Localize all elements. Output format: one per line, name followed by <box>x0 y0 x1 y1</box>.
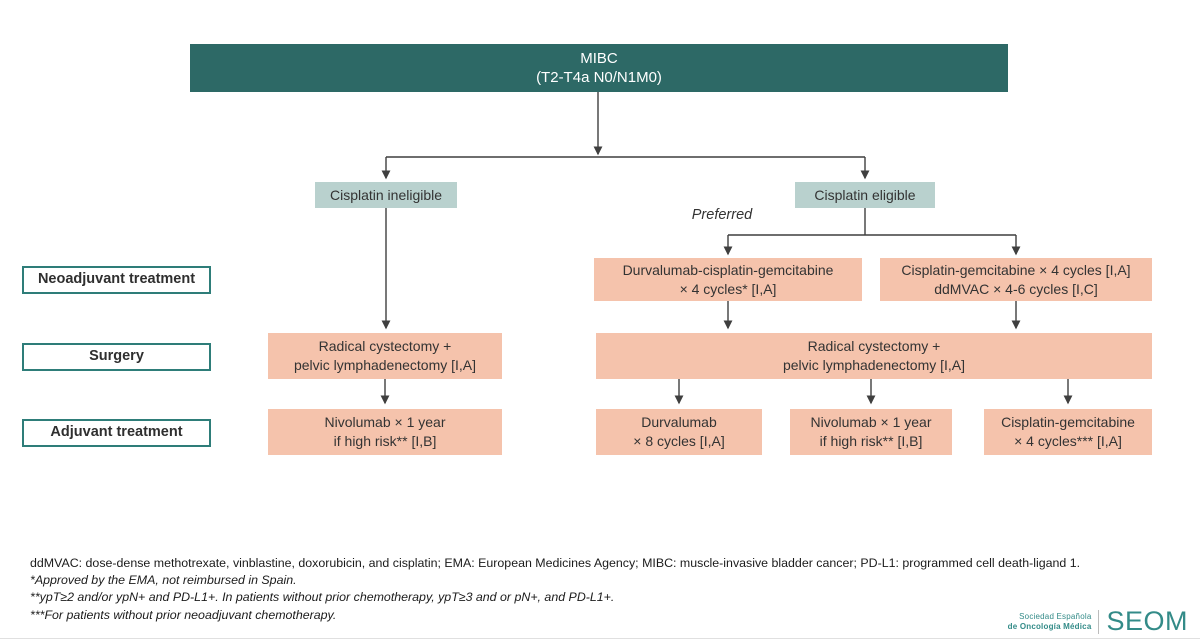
branch-cisplatin-ineligible-label: Cisplatin ineligible <box>329 186 443 203</box>
seom-logo-org-line2: de Oncología Médica <box>1007 621 1092 631</box>
seom-logo-acronym: SEOM <box>1106 606 1188 636</box>
seom-logo-org-name: Sociedad Española de Oncología Médica <box>1008 612 1092 632</box>
node-text: × 8 cycles [I,A] <box>633 433 725 449</box>
row-label-surgery: Surgery <box>22 343 211 371</box>
node-adjuvant-nivolumab-left: Nivolumab × 1 year if high risk** [I,B] <box>268 409 502 455</box>
node-surgery-right: Radical cystectomy + pelvic lymphadenect… <box>596 333 1152 379</box>
node-text: pelvic lymphadenectomy [I,A] <box>782 357 966 373</box>
node-text: Radical cystectomy + <box>318 338 452 355</box>
footnote-asterisk-3: ***For patients without prior neoadjuvan… <box>30 607 337 622</box>
row-label-surgery-text: Surgery <box>89 348 144 365</box>
node-text: ddMVAC × 4-6 cycles [I,C] <box>934 280 1098 297</box>
node-text: Cisplatin-gemcitabine <box>1001 414 1135 431</box>
root-node-line1: MIBC <box>580 49 618 67</box>
row-label-neoadjuvant-text: Neoadjuvant treatment <box>37 271 196 288</box>
node-neoadjuvant-durvalumab-cisplatin-gemcitabine: Durvalumab-cisplatin-gemcitabine × 4 cyc… <box>594 258 862 301</box>
branch-cisplatin-eligible-label: Cisplatin eligible <box>814 186 916 203</box>
node-text: Radical cystectomy + <box>807 338 941 355</box>
seom-logo-org-line1: Sociedad Española <box>1019 611 1092 621</box>
footnotes: ddMVAC: dose-dense methotrexate, vinblas… <box>30 555 1080 624</box>
node-text: Cisplatin-gemcitabine × 4 cycles [I,A] <box>901 261 1131 278</box>
root-node-line2: (T2-T4a N0/N1M0) <box>536 69 662 86</box>
node-text: Durvalumab <box>641 414 717 431</box>
bottom-edge-line <box>0 638 1200 639</box>
node-text: Nivolumab × 1 year <box>810 414 932 431</box>
row-label-adjuvant-text: Adjuvant treatment <box>50 424 183 441</box>
node-text: Nivolumab × 1 year <box>324 414 446 431</box>
node-adjuvant-cisplatin-gemcitabine: Cisplatin-gemcitabine × 4 cycles*** [I,A… <box>984 409 1152 455</box>
node-neoadjuvant-cisplatin-gemcitabine-ddmvac: Cisplatin-gemcitabine × 4 cycles [I,A] d… <box>880 258 1152 301</box>
seom-logo: Sociedad Española de Oncología Médica SE… <box>1008 606 1188 637</box>
node-adjuvant-nivolumab-right: Nivolumab × 1 year if high risk** [I,B] <box>790 409 952 455</box>
row-label-neoadjuvant: Neoadjuvant treatment <box>22 266 211 294</box>
node-text: Durvalumab-cisplatin-gemcitabine <box>622 261 834 278</box>
branch-cisplatin-eligible: Cisplatin eligible <box>795 182 935 208</box>
node-text: if high risk** [I,B] <box>333 433 437 449</box>
footnote-abbreviations: ddMVAC: dose-dense methotrexate, vinblas… <box>30 556 1081 570</box>
preferred-annotation: Preferred <box>691 207 753 223</box>
node-surgery-left: Radical cystectomy + pelvic lymphadenect… <box>268 333 502 379</box>
node-text: pelvic lymphadenectomy [I,A] <box>293 357 477 373</box>
node-adjuvant-durvalumab: Durvalumab × 8 cycles [I,A] <box>596 409 762 455</box>
seom-logo-divider <box>1098 609 1100 634</box>
root-node-mibc: MIBC (T2-T4a N0/N1M0) <box>190 44 1008 92</box>
footnote-asterisk-2: **ypT≥2 and/or ypN+ and PD-L1+. In patie… <box>30 590 615 605</box>
branch-cisplatin-ineligible: Cisplatin ineligible <box>315 182 457 208</box>
node-text: × 4 cycles*** [I,A] <box>1014 433 1122 449</box>
row-label-adjuvant: Adjuvant treatment <box>22 419 211 447</box>
footnote-asterisk-1: *Approved by the EMA, not reimbursed in … <box>30 573 297 588</box>
node-text: if high risk** [I,B] <box>819 433 923 449</box>
node-text: × 4 cycles* [I,A] <box>679 280 777 297</box>
